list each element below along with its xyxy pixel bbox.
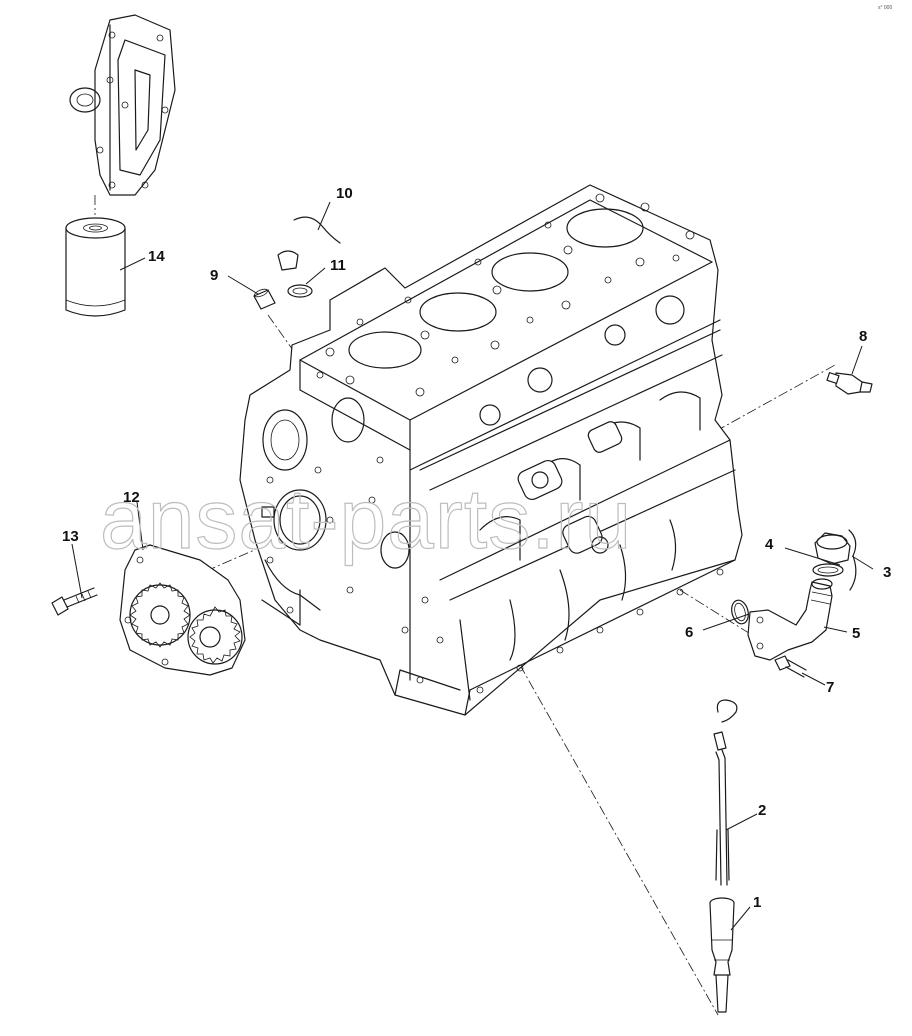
dipstick-tube	[709, 897, 735, 1013]
engine-block	[239, 184, 743, 716]
callouts: 1 2 3 4 5 6 7 8 9 10 11 12 13 14	[62, 185, 891, 911]
callout-10: 10	[336, 185, 353, 202]
filler-tube	[747, 578, 833, 661]
filter-head	[69, 14, 176, 196]
callout-5: 5	[852, 625, 860, 642]
watermark: ansat-parts.ru	[100, 472, 632, 566]
callout-2: 2	[758, 802, 766, 819]
part-10-bracket	[293, 216, 341, 244]
bolt-13	[51, 587, 98, 616]
part-11-plug	[277, 250, 313, 298]
callout-8: 8	[859, 328, 867, 345]
callout-4: 4	[765, 536, 774, 553]
callout-1: 1	[753, 894, 761, 911]
filler-cap	[812, 529, 857, 591]
callout-3: 3	[883, 564, 891, 581]
callout-11: 11	[330, 257, 346, 274]
o-ring-6	[731, 599, 749, 625]
oil-filter	[65, 217, 126, 317]
part-9-bushing	[253, 288, 276, 310]
dipstick	[713, 699, 738, 886]
drawing-code: s° 000	[878, 5, 892, 11]
callout-7: 7	[826, 679, 834, 696]
callout-14: 14	[148, 248, 165, 265]
bolt-7	[774, 655, 807, 678]
oil-pump	[119, 544, 246, 676]
callout-13: 13	[62, 528, 79, 545]
callout-leaders	[71, 201, 874, 931]
callout-9: 9	[210, 267, 218, 284]
sensor-8	[826, 372, 873, 395]
callout-6: 6	[685, 624, 693, 641]
callout-12: 12	[123, 489, 140, 506]
